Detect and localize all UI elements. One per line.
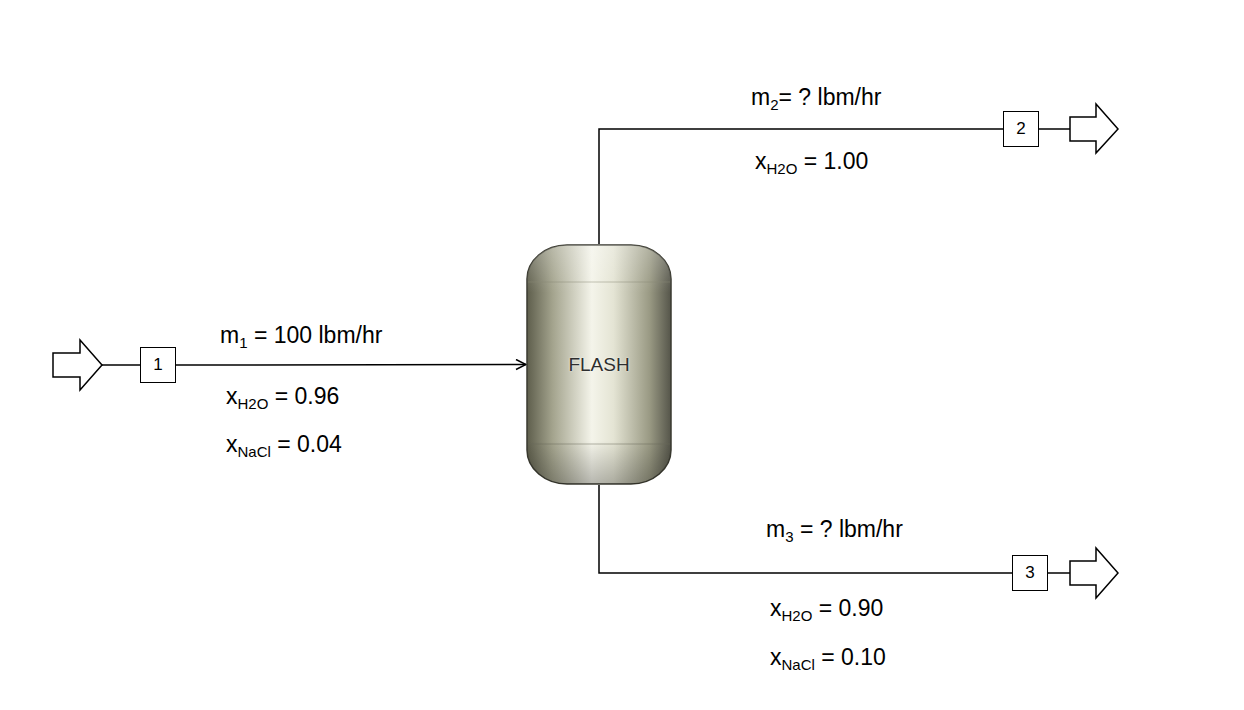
stream-line bbox=[599, 485, 1012, 573]
stream-line bbox=[176, 364, 526, 366]
symbol-letter: m bbox=[751, 84, 770, 110]
stream-spec: m3 = ? lbm/hr bbox=[763, 515, 906, 546]
stream-spec: xNaCl = 0.04 bbox=[223, 430, 345, 461]
subscript: H2O bbox=[238, 395, 269, 412]
stream-spec: xH2O = 1.00 bbox=[752, 147, 871, 178]
subscript: H2O bbox=[767, 160, 798, 177]
stream-number-box: 2 bbox=[1003, 111, 1039, 147]
liquid-block-arrow bbox=[1070, 548, 1118, 598]
value-text: = 0.96 bbox=[268, 383, 339, 409]
vapor-block-arrow bbox=[1070, 104, 1118, 153]
value-text: = 100 lbm/hr bbox=[248, 322, 383, 348]
stream-spec: xH2O = 0.96 bbox=[223, 382, 342, 413]
value-text: = ? lbm/hr bbox=[794, 516, 903, 542]
liquid-line bbox=[1048, 572, 1070, 574]
subscript: 3 bbox=[785, 528, 793, 545]
subscript: 2 bbox=[770, 96, 778, 113]
flash-vessel: FLASH bbox=[526, 244, 672, 485]
subscript: H2O bbox=[782, 607, 813, 624]
subscript: NaCl bbox=[238, 443, 271, 460]
subscript: NaCl bbox=[782, 656, 815, 673]
stream-spec: m2= ? lbm/hr bbox=[748, 83, 884, 114]
stream-line bbox=[599, 129, 1003, 244]
stream-number: 2 bbox=[1016, 119, 1025, 139]
unit-name: FLASH bbox=[568, 354, 629, 376]
stream-spec: xNaCl = 0.10 bbox=[767, 643, 889, 674]
symbol-letter: x bbox=[770, 644, 782, 670]
stream-spec: xH2O = 0.90 bbox=[767, 594, 886, 625]
feed-block-arrow bbox=[53, 340, 102, 390]
stream-number: 3 bbox=[1025, 563, 1034, 583]
value-text: = 0.04 bbox=[271, 431, 342, 457]
value-text: = ? lbm/hr bbox=[779, 84, 882, 110]
symbol-letter: m bbox=[766, 516, 785, 542]
value-text: = 1.00 bbox=[797, 148, 868, 174]
stream-number-box: 1 bbox=[140, 347, 176, 383]
vapor-line bbox=[1039, 128, 1070, 130]
symbol-letter: x bbox=[755, 148, 767, 174]
stream-spec: m1 = 100 lbm/hr bbox=[217, 321, 385, 352]
value-text: = 0.90 bbox=[812, 595, 883, 621]
symbol-letter: x bbox=[226, 383, 238, 409]
stream-number: 1 bbox=[153, 355, 162, 375]
feed-line bbox=[102, 364, 140, 366]
value-text: = 0.10 bbox=[815, 644, 886, 670]
stream-number-box: 3 bbox=[1012, 555, 1048, 591]
symbol-letter: x bbox=[226, 431, 238, 457]
symbol-letter: x bbox=[770, 595, 782, 621]
symbol-letter: m bbox=[220, 322, 239, 348]
subscript: 1 bbox=[239, 334, 247, 351]
